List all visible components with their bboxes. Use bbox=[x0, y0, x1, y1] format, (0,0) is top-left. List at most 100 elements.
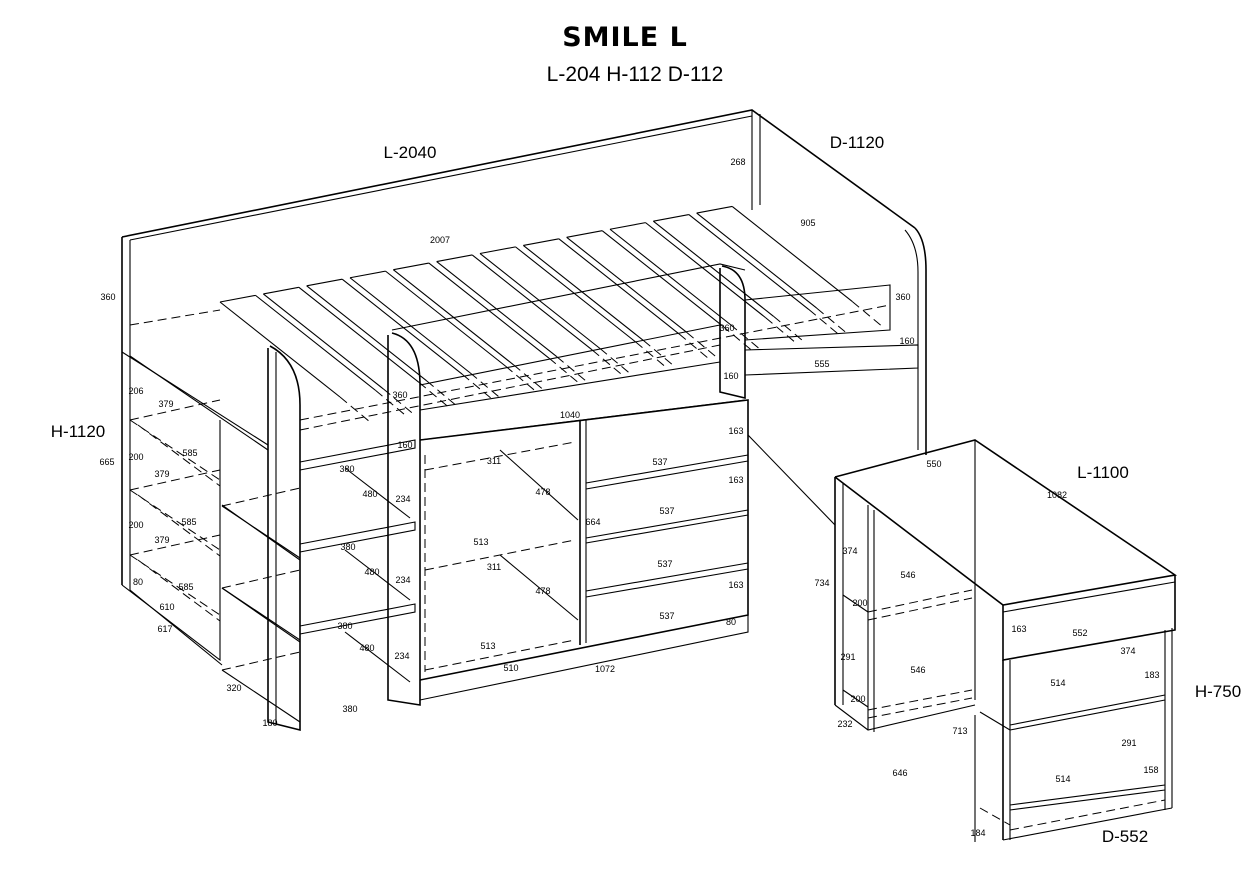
drawing-line bbox=[129, 589, 223, 666]
drawing-line bbox=[979, 807, 1011, 826]
bed-slat bbox=[566, 230, 603, 238]
dimension-label: 513 bbox=[473, 537, 488, 547]
bed-slat-hidden bbox=[418, 381, 450, 408]
dimension-label: 163 bbox=[728, 580, 743, 590]
dimension-label: 480 bbox=[362, 489, 377, 499]
drawer-front bbox=[585, 562, 749, 592]
dimension-label: 234 bbox=[395, 494, 410, 504]
drawing-line bbox=[867, 597, 973, 621]
dimension-label: 585 bbox=[182, 448, 197, 458]
dimension-label: 183 bbox=[1144, 670, 1159, 680]
product-dimensions-summary: L-204 H-112 D-112 bbox=[546, 63, 724, 86]
bed-right-end-panel bbox=[914, 227, 927, 455]
drawing-line bbox=[344, 467, 411, 519]
dimension-label: 1082 bbox=[1047, 490, 1067, 500]
hidden-edge bbox=[299, 344, 721, 431]
bed-slat bbox=[306, 285, 428, 382]
bed-slat-hidden bbox=[426, 380, 457, 407]
bed-slat bbox=[652, 220, 774, 317]
drawing-line bbox=[137, 559, 221, 622]
bed-slat-hidden bbox=[469, 372, 501, 399]
dimension-label: 380 bbox=[340, 542, 355, 552]
bed-slat bbox=[653, 213, 689, 222]
bed-slat bbox=[385, 270, 506, 367]
dimension-labels: L-2040D-1120H-1120L-1100H-750D-552268905… bbox=[51, 133, 1241, 846]
dimension-label: 80 bbox=[133, 577, 143, 587]
bed-slat bbox=[298, 286, 420, 383]
hidden-shelf bbox=[129, 469, 221, 491]
dimension-label: 379 bbox=[154, 535, 169, 545]
dimension-label: 80 bbox=[726, 617, 736, 627]
drawer-front bbox=[585, 454, 749, 484]
right-front-post bbox=[719, 265, 746, 400]
dimension-label: 206 bbox=[128, 386, 143, 396]
overall-dimension-label: L-1100 bbox=[1077, 463, 1129, 482]
dimension-label: 311 bbox=[487, 562, 501, 572]
dimension-label: 1040 bbox=[560, 410, 580, 420]
drawing-line bbox=[585, 514, 749, 544]
drawing-line bbox=[137, 424, 221, 487]
bed-slat-hidden bbox=[599, 348, 631, 374]
bed-slat bbox=[731, 206, 853, 302]
bed-slat-hidden bbox=[461, 373, 493, 400]
dimension-label: 665 bbox=[99, 457, 114, 467]
bed-slat bbox=[255, 294, 376, 391]
right-rail bbox=[744, 284, 891, 341]
bed-slat-hidden bbox=[548, 357, 580, 384]
dimension-label: 478 bbox=[535, 586, 550, 596]
drawing-line bbox=[499, 554, 579, 621]
bed-slat bbox=[609, 222, 646, 230]
drawing-line bbox=[129, 309, 221, 326]
dimension-label: 160 bbox=[723, 371, 738, 381]
bed-slat-hidden bbox=[686, 331, 717, 358]
side-desk-shelf bbox=[744, 344, 919, 376]
drawer-front bbox=[585, 509, 749, 539]
bed-slat bbox=[479, 253, 601, 349]
bed-slat-hidden bbox=[556, 356, 587, 382]
bed-slat-hidden bbox=[643, 340, 674, 366]
dimension-label: 200 bbox=[128, 520, 143, 530]
dimension-label: 585 bbox=[178, 582, 193, 592]
dimension-label: 291 bbox=[1121, 738, 1136, 748]
dimension-label: 234 bbox=[395, 575, 410, 585]
bed-slat bbox=[436, 254, 473, 263]
dimension-label: 160 bbox=[899, 336, 914, 346]
dimension-label: 360 bbox=[895, 292, 910, 302]
bed-slat bbox=[341, 278, 463, 375]
bed-slat-hidden bbox=[808, 309, 840, 335]
drawing-line bbox=[585, 568, 749, 598]
bed-slat-hidden bbox=[591, 349, 623, 376]
drawing-line bbox=[834, 704, 976, 731]
bed-slat bbox=[349, 270, 386, 279]
overall-dimension-label: H-1120 bbox=[51, 422, 106, 441]
drawing-line bbox=[499, 449, 579, 521]
dimension-label: 537 bbox=[659, 506, 674, 516]
dimension-label: 513 bbox=[480, 641, 495, 651]
dimension-label: 232 bbox=[837, 719, 852, 729]
bed-slat bbox=[601, 230, 723, 327]
dimension-label: 2007 bbox=[430, 235, 450, 245]
bed-slat bbox=[558, 238, 680, 335]
drawing-line bbox=[1002, 581, 1176, 613]
bed-slat-hidden bbox=[513, 364, 544, 391]
middle-front-post bbox=[387, 332, 421, 706]
bed-slat bbox=[688, 214, 810, 310]
dimension-label: 180 bbox=[262, 718, 277, 728]
hidden-shelf bbox=[129, 534, 221, 556]
dimension-label: 514 bbox=[1055, 774, 1070, 784]
drawing-line bbox=[221, 587, 301, 643]
overall-dimension-label: L-2040 bbox=[384, 143, 437, 162]
dimension-label: 585 bbox=[181, 517, 196, 527]
drawing-line bbox=[424, 639, 576, 671]
dimension-label: 546 bbox=[910, 665, 925, 675]
dimension-label: 510 bbox=[503, 663, 518, 673]
drawing-line bbox=[1009, 799, 1166, 831]
bed-slat bbox=[523, 238, 559, 246]
bed-slat bbox=[522, 244, 644, 341]
drawing-line bbox=[842, 689, 869, 708]
dimension-label: 480 bbox=[364, 567, 379, 577]
overall-dimension-label: H-750 bbox=[1195, 682, 1241, 701]
bed-slat bbox=[471, 254, 593, 351]
overall-dimension-label: D-1120 bbox=[830, 133, 885, 152]
